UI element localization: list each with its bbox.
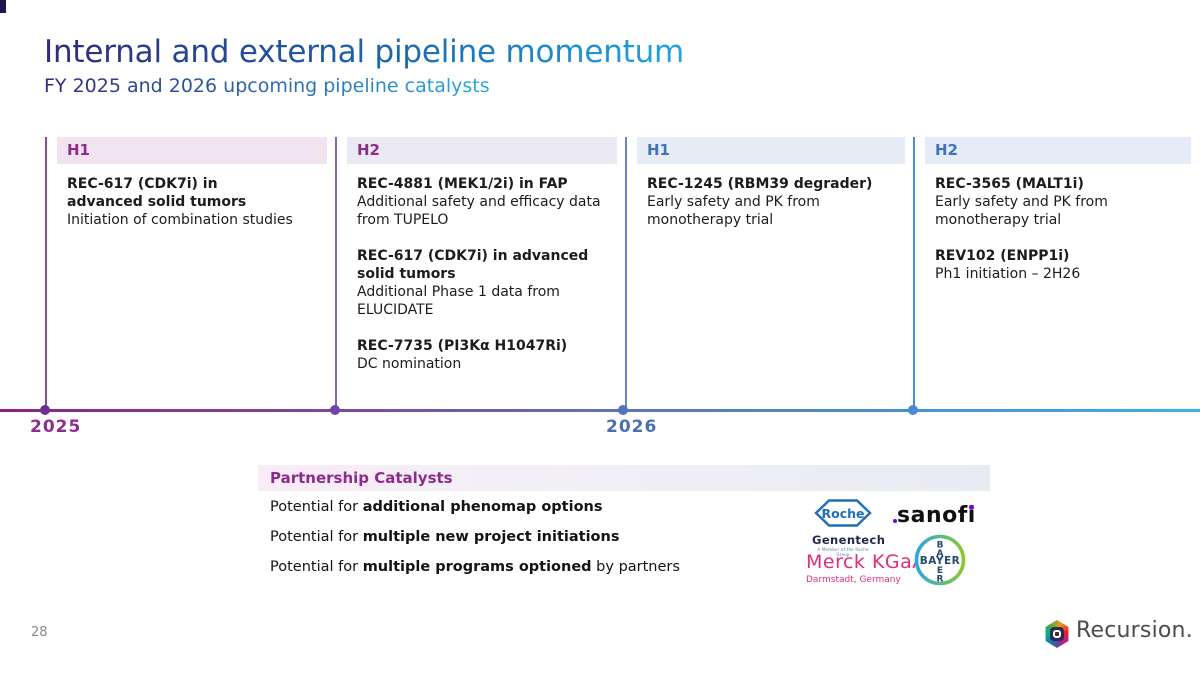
column-header-h1-2026: H1 (637, 137, 905, 164)
bayer-vertical-letter: E (937, 566, 943, 576)
catalyst-item: REC-4881 (MEK1/2i) in FAP Additional saf… (357, 175, 615, 229)
catalyst-title: REC-4881 (MEK1/2i) in FAP (357, 176, 568, 192)
bullet-suffix: by partners (591, 559, 680, 575)
bayer-vertical-letter: B (937, 541, 944, 551)
timeline-node-2026-h1 (618, 405, 628, 415)
bayer-logo: BAYER B A E R (914, 534, 966, 590)
catalyst-title: REC-1245 (RBM39 degrader) (647, 176, 873, 192)
column-header-h1-2025: H1 (57, 137, 327, 164)
catalyst-detail: Ph1 initiation – 2H26 (935, 266, 1081, 282)
partnership-bullet: Potential for multiple new project initi… (270, 529, 619, 545)
year-label-2026: 2026 (606, 417, 658, 437)
sanofi-wordmark: sanofi (897, 503, 976, 528)
timeline-node-2025-h1 (40, 405, 50, 415)
timeline-column-2026-h1: H1 REC-1245 (RBM39 degrader) Early safet… (625, 137, 905, 411)
bullet-prefix: Potential for (270, 499, 363, 515)
sanofi-logo: sanofi (893, 503, 976, 528)
catalyst-title: REC-617 (CDK7i) in advanced solid tumors (357, 248, 589, 282)
year-label-2025: 2025 (30, 417, 82, 437)
catalyst-title: REC-617 (CDK7i) in advanced solid tumors (67, 176, 247, 210)
timeline-column-2025-h1: H1 REC-617 (CDK7i) in advanced solid tum… (45, 137, 327, 411)
recursion-wordmark: Recursion. (1076, 618, 1193, 643)
column-header-h2-2025: H2 (347, 137, 617, 164)
catalyst-title: REC-7735 (PI3Kα H1047Ri) (357, 338, 568, 354)
catalyst-detail: Additional safety and efficacy data from… (357, 194, 601, 228)
page-number: 28 (31, 625, 48, 640)
roche-genentech-logo: Roche Genentech A Member of the Roche Gr… (812, 498, 886, 557)
column-body: REC-617 (CDK7i) in advanced solid tumors… (57, 164, 327, 229)
catalyst-item: REC-617 (CDK7i) in advanced solid tumors… (67, 175, 327, 229)
catalyst-detail: DC nomination (357, 356, 462, 372)
page-subtitle: FY 2025 and 2026 upcoming pipeline catal… (44, 75, 490, 97)
bullet-bold: additional phenomap options (362, 499, 603, 515)
timeline-node-2026-h2 (908, 405, 918, 415)
catalyst-title: REV102 (ENPP1i) (935, 248, 1070, 264)
column-header-h2-2026: H2 (925, 137, 1191, 164)
timeline-node-2025-h2 (330, 405, 340, 415)
catalyst-item: REC-7735 (PI3Kα H1047Ri) DC nomination (357, 337, 615, 373)
catalyst-title: REC-3565 (MALT1i) (935, 176, 1084, 192)
bayer-vertical-letter: A (937, 549, 944, 559)
bullet-prefix: Potential for (270, 559, 363, 575)
catalyst-item: REC-617 (CDK7i) in advanced solid tumors… (357, 247, 615, 319)
bayer-vertical-letter: R (937, 575, 944, 585)
corner-accent-mark (0, 0, 6, 13)
bullet-prefix: Potential for (270, 529, 363, 545)
merck-location-text: Darmstadt, Germany (806, 575, 901, 585)
recursion-hexagon-icon (1045, 620, 1069, 648)
catalyst-detail: Initiation of combination studies (67, 212, 293, 228)
partnership-bullet: Potential for multiple programs optioned… (270, 559, 680, 575)
partnership-catalysts-header: Partnership Catalysts (258, 465, 990, 491)
catalyst-detail: Additional Phase 1 data from ELUCIDATE (357, 284, 560, 318)
merck-kgaa-logo: Merck KGaA Darmstadt, Germany (806, 551, 926, 585)
partnership-bullet: Potential for additional phenomap option… (270, 499, 603, 515)
bullet-bold: multiple new project initiations (362, 529, 620, 545)
catalyst-item: REV102 (ENPP1i) Ph1 initiation – 2H26 (935, 247, 1189, 283)
catalyst-item: REC-3565 (MALT1i) Early safety and PK fr… (935, 175, 1189, 229)
roche-hexagon-icon: Roche (814, 499, 872, 527)
bayer-horizontal-wordmark: BAYER (920, 555, 961, 567)
genentech-wordmark: Genentech (812, 533, 886, 547)
column-body: REC-1245 (RBM39 degrader) Early safety a… (637, 164, 903, 229)
page-title: Internal and external pipeline momentum (44, 34, 685, 70)
column-body: REC-3565 (MALT1i) Early safety and PK fr… (925, 164, 1189, 283)
sanofi-purple-dot (968, 505, 974, 510)
bayer-cross-icon: BAYER B A E R (914, 534, 966, 586)
roche-tagline: A Member of the Roche Group (817, 547, 869, 557)
timeline-axis (0, 409, 1200, 412)
timeline-column-2025-h2: H2 REC-4881 (MEK1/2i) in FAP Additional … (335, 137, 617, 411)
recursion-icon-ring (1053, 630, 1061, 638)
catalyst-item: REC-1245 (RBM39 degrader) Early safety a… (647, 175, 903, 229)
catalyst-detail: Early safety and PK from monotherapy tri… (647, 194, 820, 228)
roche-wordmark: Roche (822, 506, 865, 521)
bullet-bold: multiple programs optioned (362, 559, 592, 575)
column-body: REC-4881 (MEK1/2i) in FAP Additional saf… (347, 164, 615, 373)
timeline-column-2026-h2: H2 REC-3565 (MALT1i) Early safety and PK… (913, 137, 1191, 411)
merck-wordmark: Merck KGaA (806, 551, 926, 573)
catalyst-detail: Early safety and PK from monotherapy tri… (935, 194, 1108, 228)
